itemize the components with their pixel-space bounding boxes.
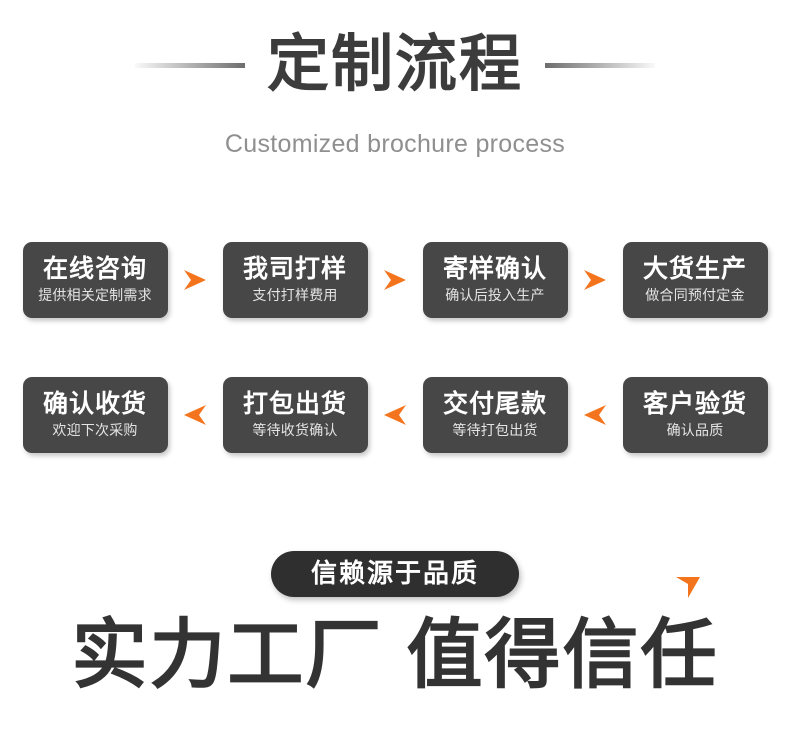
page-title: 定制流程 bbox=[266, 30, 523, 99]
flow-step-title: 确认收货 bbox=[42, 390, 147, 418]
flow-step-5[interactable]: 客户验货 确认品质 bbox=[622, 377, 768, 453]
flow-step-sub: 做合同预付定金 bbox=[645, 287, 745, 303]
flow-step-title: 在线咨询 bbox=[42, 255, 147, 283]
page-header: 定制流程 Customized brochure process bbox=[0, 26, 790, 159]
flow-step-sub: 确认品质 bbox=[666, 422, 724, 438]
flow-step-2[interactable]: 我司打样 支付打样费用 bbox=[222, 242, 368, 318]
arrow-right-icon bbox=[584, 270, 606, 290]
flow-step-sub: 等待打包出货 bbox=[452, 422, 538, 438]
page-subtitle: Customized brochure process bbox=[224, 130, 566, 158]
flow-arrow-6 bbox=[368, 400, 423, 430]
footer-headline: 实力工厂 值得信任 bbox=[71, 613, 719, 698]
gradient-rule-right-icon bbox=[545, 62, 655, 68]
flow-arrow-3 bbox=[568, 265, 623, 295]
flow-step-title: 打包出货 bbox=[242, 390, 347, 418]
flow-step-title: 大货生产 bbox=[642, 255, 747, 283]
footer-headline-wrap: 实力工厂 值得信任 bbox=[0, 610, 790, 702]
arrow-left-icon bbox=[384, 405, 406, 425]
flow-step-6[interactable]: 交付尾款 等待打包出货 bbox=[422, 377, 568, 453]
title-row: 定制流程 bbox=[0, 26, 790, 104]
flow-step-8[interactable]: 确认收货 欢迎下次采购 bbox=[22, 377, 168, 453]
arrow-left-icon bbox=[184, 405, 206, 425]
flow-step-title: 寄样确认 bbox=[442, 255, 547, 283]
flow-step-sub: 提供相关定制需求 bbox=[38, 287, 152, 303]
flow-step-1[interactable]: 在线咨询 提供相关定制需求 bbox=[22, 242, 168, 318]
flow-step-4[interactable]: 大货生产 做合同预付定金 bbox=[622, 242, 768, 318]
process-flow: 在线咨询 提供相关定制需求 我司打样 支付打样费用 寄样确认 确认后投入生产 bbox=[0, 240, 790, 598]
flow-step-title: 我司打样 bbox=[242, 255, 347, 283]
flow-arrow-1 bbox=[168, 265, 223, 295]
flow-step-sub: 确认后投入生产 bbox=[445, 287, 545, 303]
flow-step-sub: 欢迎下次采购 bbox=[52, 422, 138, 438]
flow-step-title: 交付尾款 bbox=[442, 390, 547, 418]
gradient-rule-left-icon bbox=[134, 62, 245, 68]
flow-step-3[interactable]: 寄样确认 确认后投入生产 bbox=[422, 242, 568, 318]
flow-step-7[interactable]: 打包出货 等待收货确认 bbox=[222, 377, 368, 453]
flow-arrow-7 bbox=[168, 400, 223, 430]
flow-arrow-2 bbox=[368, 265, 423, 295]
arrow-left-icon bbox=[584, 405, 606, 425]
flow-step-sub: 支付打样费用 bbox=[252, 287, 338, 303]
arrow-right-icon bbox=[184, 270, 206, 290]
flow-step-title: 客户验货 bbox=[642, 390, 747, 418]
flow-arrow-5 bbox=[568, 400, 623, 430]
flow-row-2: 确认收货 欢迎下次采购 打包出货 等待收货确认 交付尾款 等待打包出货 bbox=[0, 375, 790, 455]
arrow-right-icon bbox=[384, 270, 406, 290]
trust-badge-wrap: 信赖源于品质 bbox=[0, 551, 790, 597]
trust-badge: 信赖源于品质 bbox=[270, 551, 519, 597]
flow-row-1: 在线咨询 提供相关定制需求 我司打样 支付打样费用 寄样确认 确认后投入生产 bbox=[0, 240, 790, 320]
flow-step-sub: 等待收货确认 bbox=[252, 422, 338, 438]
